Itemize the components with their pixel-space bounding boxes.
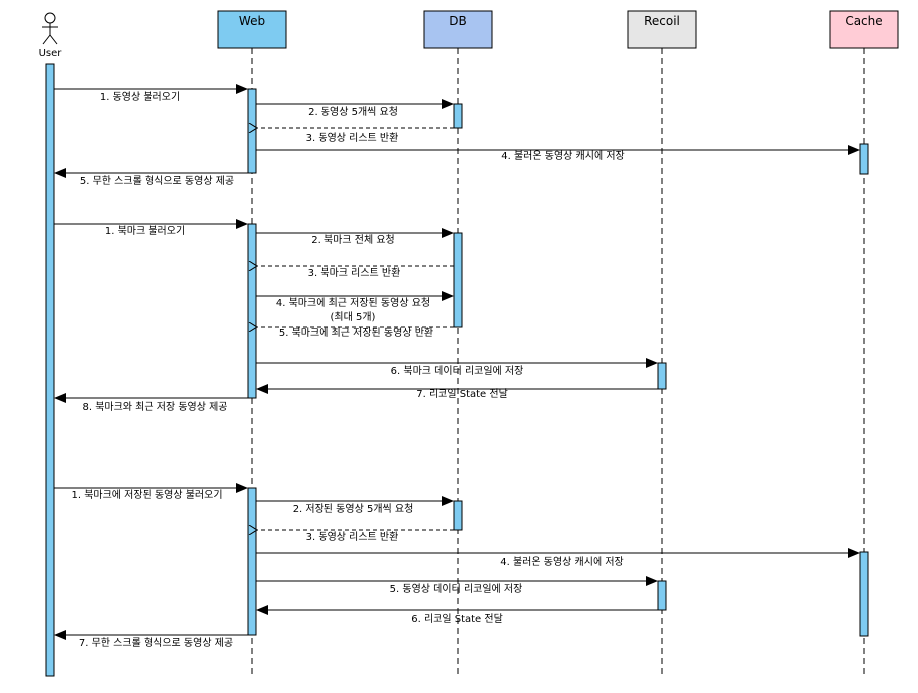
message-label: 2. 북마크 전체 요청 — [311, 234, 394, 246]
participant-box-recoil — [627, 10, 697, 49]
activation-db — [453, 500, 463, 531]
participant-box-cache — [829, 10, 899, 49]
participant-cache: Cache — [829, 10, 899, 49]
participant-label-recoil: Recoil — [644, 14, 680, 28]
activation-cache — [859, 143, 869, 175]
participant-label-db: DB — [449, 14, 466, 28]
message-label-secondary: (최대 5개) — [331, 311, 376, 323]
message-label: 7. 리코일 State 전달 — [416, 388, 508, 400]
message-label: 6. 북마크 데이터 리코일에 저장 — [391, 365, 524, 377]
actor-icon — [42, 12, 58, 45]
message-label: 3. 북마크 리스트 반환 — [308, 267, 401, 279]
message-label: 3. 동영상 리스트 반환 — [306, 132, 399, 144]
participant-web: Web — [217, 10, 287, 49]
activation-recoil — [657, 362, 667, 390]
activation-web — [247, 487, 257, 636]
participant-box-web — [217, 10, 287, 49]
message-label: 4. 불러온 동영상 캐시에 저장 — [501, 150, 624, 162]
participant-label-cache: Cache — [845, 14, 882, 28]
participant-label-web: Web — [239, 14, 265, 28]
participant-label-user: User — [39, 48, 63, 59]
participant-box-db — [423, 10, 493, 49]
message-label: 6. 리코일 State 전달 — [411, 613, 503, 625]
activation-recoil — [657, 580, 667, 611]
message-label: 3. 동영상 리스트 반환 — [306, 531, 399, 543]
activation-web — [247, 223, 257, 399]
activation-db — [453, 103, 463, 129]
activation-web — [247, 88, 257, 174]
participant-db: DB — [423, 10, 493, 49]
activation-db — [453, 232, 463, 328]
message-label: 8. 북마크와 최근 저장 동영상 제공 — [82, 401, 227, 413]
messages: 1. 동영상 불러오기 2. 동영상 5개씩 요청 3. 동영상 리스트 반환 … — [54, 84, 860, 649]
message-label: 1. 북마크에 저장된 동영상 불러오기 — [71, 489, 222, 501]
activation-cache — [859, 551, 869, 637]
message-label: 5. 무한 스크롤 형식으로 동영상 제공 — [80, 175, 234, 187]
participant-user: User — [39, 12, 63, 59]
message-label: 5. 동영상 데이터 리코일에 저장 — [390, 583, 523, 595]
message-label: 7. 무한 스크롤 형식으로 동영상 제공 — [79, 637, 233, 649]
participant-recoil: Recoil — [627, 10, 697, 49]
message-label: 5. 북마크에 최근 저장된 동영상 반환 — [279, 327, 433, 339]
message-label: 2. 동영상 5개씩 요청 — [308, 106, 398, 118]
activation-user — [45, 63, 55, 677]
message-label: 4. 불러온 동영상 캐시에 저장 — [500, 556, 623, 568]
message-label: 1. 동영상 불러오기 — [100, 91, 180, 103]
message-label: 4. 북마크에 최근 저장된 동영상 요청 — [276, 297, 430, 309]
message-label: 1. 북마크 불러오기 — [105, 225, 185, 237]
message-label: 2. 저장된 동영상 5개씩 요청 — [293, 503, 414, 515]
